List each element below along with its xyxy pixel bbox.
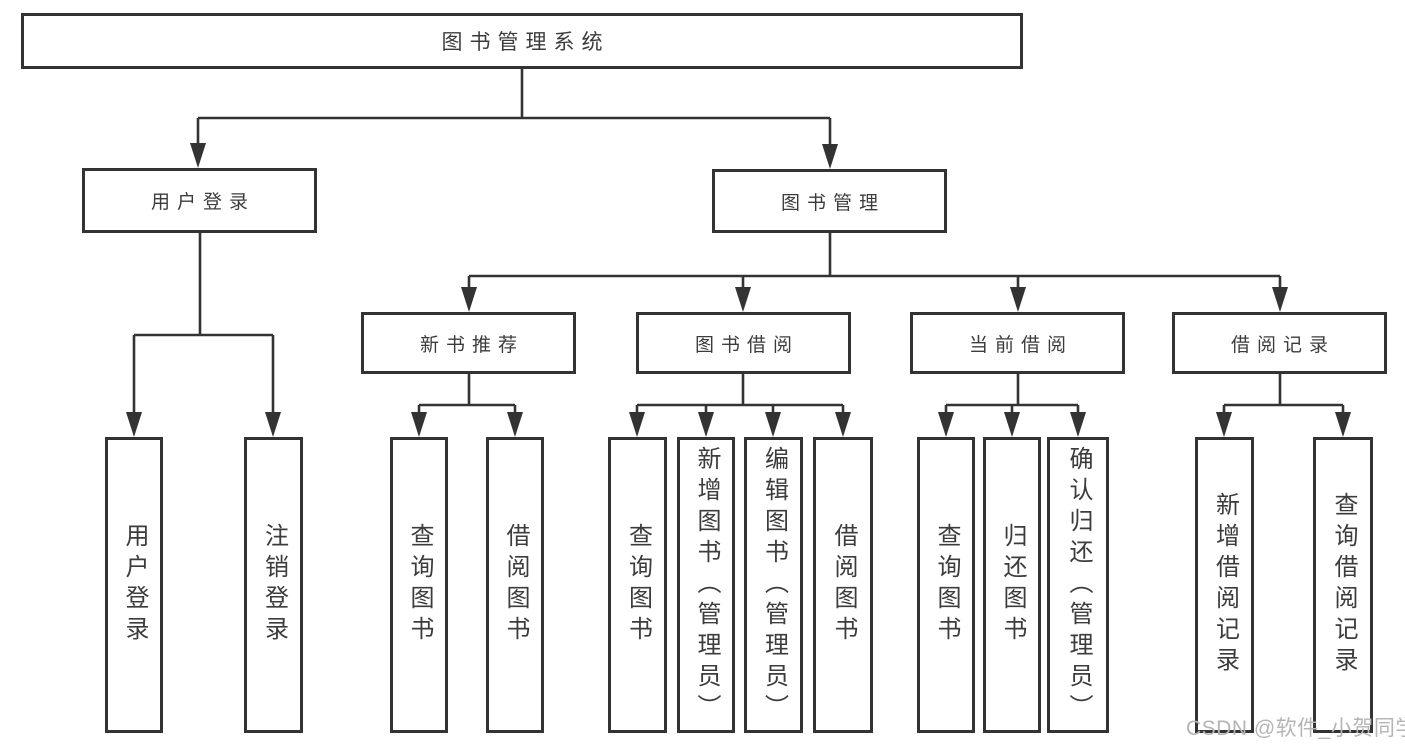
node-leaf-return-books: 归还图书 xyxy=(983,437,1041,733)
node-leaf-logout: 注销登录 xyxy=(244,437,303,733)
node-label: 注销登录 xyxy=(260,523,288,647)
node-label: 编辑图书（管理员） xyxy=(760,445,788,725)
node-label: 查询图书 xyxy=(624,523,652,647)
node-label: 新书推荐 xyxy=(419,334,524,356)
node-user-login: 用户登录 xyxy=(82,168,317,233)
node-leaf-query-borrow-record: 查询借阅记录 xyxy=(1313,437,1373,733)
node-leaf-query-books-3: 查询图书 xyxy=(917,437,975,733)
node-label: 借阅图书 xyxy=(502,523,529,647)
node-label: 新增借阅记录 xyxy=(1211,492,1239,678)
node-leaf-borrow-books-2: 借阅图书 xyxy=(813,437,873,733)
node-leaf-query-books-2: 查询图书 xyxy=(608,437,667,733)
node-label: 归还图书 xyxy=(999,523,1026,647)
node-system-root: 图书管理系统 xyxy=(21,13,1023,69)
node-book-management: 图书管理 xyxy=(712,169,947,233)
node-leaf-borrow-books-1: 借阅图书 xyxy=(486,437,544,733)
node-label: 图书管理系统 xyxy=(441,31,610,54)
node-label: 图书管理 xyxy=(780,192,885,214)
node-label: 借阅图书 xyxy=(830,523,857,647)
node-new-book-recommend: 新书推荐 xyxy=(361,312,576,374)
node-label: 查询图书 xyxy=(933,523,960,647)
node-label: 用户登录 xyxy=(150,192,255,213)
node-label: 新增图书（管理员） xyxy=(693,445,720,725)
node-label: 查询图书 xyxy=(406,523,433,647)
node-label: 查询借阅记录 xyxy=(1330,492,1357,678)
node-label: 当前借阅 xyxy=(968,334,1073,356)
node-leaf-edit-books-admin: 编辑图书（管理员） xyxy=(744,437,803,733)
node-leaf-add-borrow-record: 新增借阅记录 xyxy=(1195,437,1254,733)
node-current-borrowing: 当前借阅 xyxy=(910,312,1125,374)
csdn-watermark: CSDN @软件_小贺同学 xyxy=(1186,717,1405,740)
node-label: 借阅记录 xyxy=(1230,334,1335,356)
node-leaf-confirm-return-admin: 确认归还（管理员） xyxy=(1047,437,1109,733)
node-leaf-add-books-admin: 新增图书（管理员） xyxy=(677,437,735,733)
node-label: 用户登录 xyxy=(121,523,148,647)
node-leaf-user-login: 用户登录 xyxy=(105,437,163,733)
node-borrow-records: 借阅记录 xyxy=(1172,312,1387,374)
node-leaf-query-books-1: 查询图书 xyxy=(390,437,448,733)
node-book-borrowing: 图书借阅 xyxy=(636,312,851,374)
node-label: 确认归还（管理员） xyxy=(1065,445,1092,725)
node-label: 图书借阅 xyxy=(694,334,799,356)
